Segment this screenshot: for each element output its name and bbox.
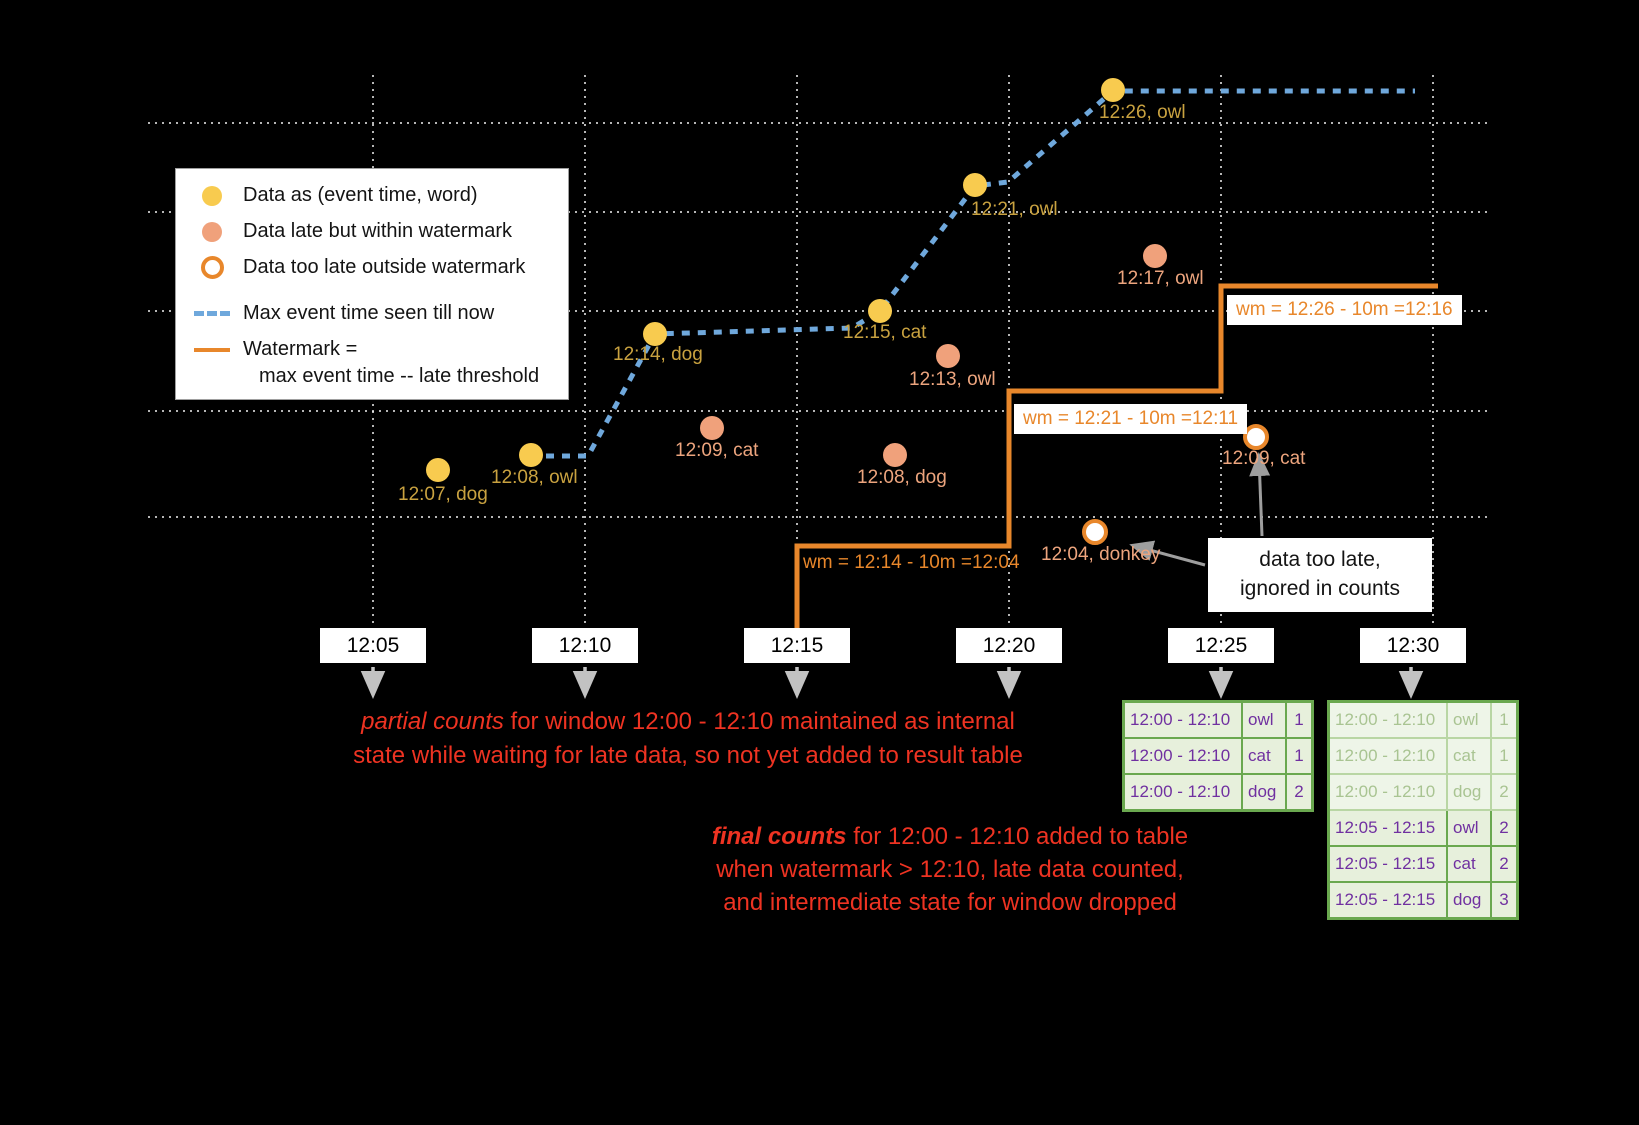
data-point-label: 12:04, donkey [1041, 544, 1161, 565]
watermark-value-label: wm = 12:21 - 10m =12:11 [1014, 404, 1248, 434]
table-row: 12:00 - 12:10 dog 2 [1122, 773, 1314, 812]
data-point-label: 12:13, owl [909, 369, 996, 390]
too-late-callout: data too late, ignored in counts [1208, 538, 1432, 612]
time-tick-12-10: 12:10 [532, 628, 638, 663]
legend-label-max-event: Max event time seen till now [243, 302, 495, 324]
legend-row-too-late: Data too late outside watermark [194, 256, 568, 279]
legend: Data as (event time, word) Data late but… [175, 168, 569, 400]
watermark-value-label: wm = 12:14 - 10m =12:04 [803, 552, 1020, 573]
table-row-dropped: 12:00 - 12:10 owl 1 [1327, 700, 1519, 739]
result-table-12-30: 12:00 - 12:10 owl 1 12:00 - 12:10 cat 1 … [1327, 700, 1519, 920]
data-point-on-time [963, 173, 987, 197]
result-table-12-25: 12:00 - 12:10 owl 1 12:00 - 12:10 cat 1 … [1122, 700, 1314, 812]
too-late-callout-line2: ignored in counts [1240, 576, 1400, 600]
legend-row-on-time: Data as (event time, word) [194, 184, 568, 207]
table-row: 12:05 - 12:15 cat 2 [1327, 845, 1519, 883]
max-event-line-icon [194, 311, 230, 316]
partial-counts-note-line1: partial counts for window 12:00 - 12:10 … [361, 708, 1015, 735]
data-point-late [1143, 244, 1167, 268]
data-point-label: 12:08, owl [491, 467, 578, 488]
data-point-on-time [426, 458, 450, 482]
partial-counts-note-line2: state while waiting for late data, so no… [353, 742, 1023, 769]
late-point-icon [194, 221, 230, 242]
on-time-point-icon [194, 185, 230, 206]
legend-row-watermark: Watermark = [194, 338, 568, 361]
legend-row-late: Data late but within watermark [194, 220, 568, 243]
too-late-point-icon [194, 256, 230, 279]
data-point-on-time [868, 299, 892, 323]
data-point-label: 12:07, dog [398, 484, 488, 505]
legend-row-max-event: Max event time seen till now [194, 302, 568, 325]
data-point-label: 12:21, owl [971, 199, 1058, 220]
final-counts-note-line3: and intermediate state for window droppe… [723, 889, 1177, 916]
data-point-label: 12:14, dog [613, 344, 703, 365]
data-point-on-time [643, 322, 667, 346]
partial-counts-note: partial counts for window 12:00 - 12:10 … [308, 705, 1068, 773]
legend-label-too-late: Data too late outside watermark [243, 256, 526, 278]
legend-label-watermark-1: Watermark = [243, 338, 358, 360]
table-row-dropped: 12:00 - 12:10 cat 1 [1327, 737, 1519, 775]
watermark-value-label: wm = 12:26 - 10m =12:16 [1227, 295, 1462, 325]
data-point-label: 12:15, cat [843, 322, 927, 343]
data-point-label: 12:08, dog [857, 467, 947, 488]
data-point-too-late [1243, 424, 1269, 450]
table-row: 12:00 - 12:10 cat 1 [1122, 737, 1314, 775]
time-tick-12-15: 12:15 [744, 628, 850, 663]
too-late-callout-line1: data too late, [1259, 548, 1381, 571]
data-point-label: 12:09, cat [1222, 448, 1306, 469]
table-row: 12:05 - 12:15 owl 2 [1327, 809, 1519, 847]
table-row: 12:05 - 12:15 dog 3 [1327, 881, 1519, 920]
data-point-on-time [519, 443, 543, 467]
trigger-arrows [360, 667, 1424, 699]
data-point-late [883, 443, 907, 467]
max-event-time-line [530, 88, 1415, 459]
data-point-label: 12:26, owl [1099, 102, 1186, 123]
time-tick-12-20: 12:20 [956, 628, 1062, 663]
final-counts-note-line1: final counts for 12:00 - 12:10 added to … [711, 823, 1189, 850]
legend-label-late: Data late but within watermark [243, 220, 513, 242]
table-row-dropped: 12:00 - 12:10 dog 2 [1327, 773, 1519, 811]
table-row: 12:00 - 12:10 owl 1 [1122, 700, 1314, 739]
data-point-late [936, 344, 960, 368]
data-point-late [700, 416, 724, 440]
watermark-line-icon [194, 347, 230, 352]
time-tick-12-05: 12:05 [320, 628, 426, 663]
data-point-label: 12:17, owl [1117, 268, 1204, 289]
time-tick-12-25: 12:25 [1168, 628, 1274, 663]
final-counts-note: final counts for 12:00 - 12:10 added to … [690, 820, 1210, 919]
legend-label-watermark-2: max event time -- late threshold [259, 365, 540, 387]
legend-label-on-time: Data as (event time, word) [243, 184, 478, 206]
time-tick-12-30: 12:30 [1360, 628, 1466, 663]
data-point-too-late [1082, 519, 1108, 545]
data-point-on-time [1101, 78, 1125, 102]
final-counts-note-line2: when watermark > 12:10, late data counte… [716, 856, 1184, 883]
data-point-label: 12:09, cat [675, 440, 759, 461]
